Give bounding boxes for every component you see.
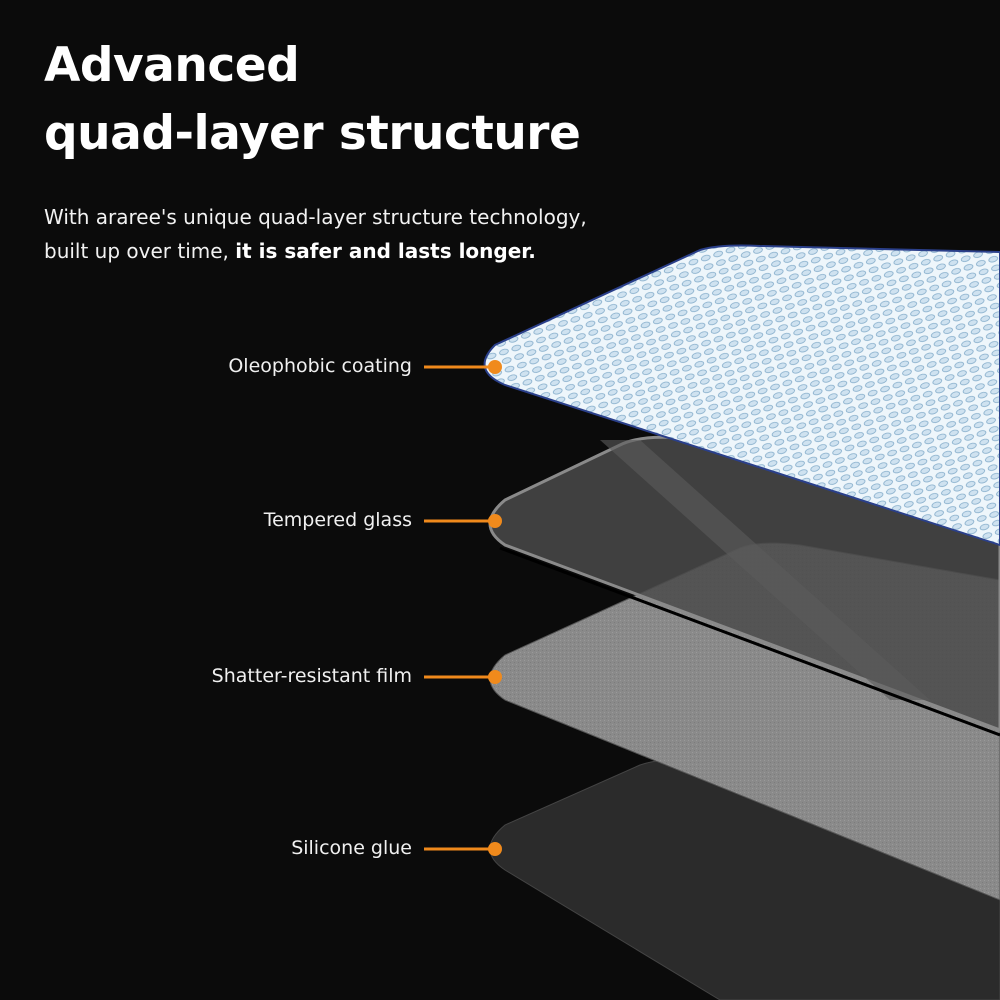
title-line-1: Advanced [44,38,300,93]
subtitle-line-1: With araree's unique quad-layer structur… [44,205,587,229]
label-oleophobic-coating: Oleophobic coating [228,355,412,377]
label-tempered-glass: Tempered glass [263,509,412,531]
title-line-2: quad-layer structure [44,106,581,161]
callout-line [424,675,496,679]
glass-reflection [600,440,930,700]
subtitle: With araree's unique quad-layer structur… [44,200,587,268]
subtitle-regular: built up over time, [44,239,236,263]
callout-line [424,847,496,851]
oleophobic-coating-layer [483,244,1000,547]
callout-dot [488,842,502,856]
callout-dot [488,514,502,528]
subtitle-bold: it is safer and lasts longer. [235,239,536,263]
subtitle-line-2: built up over time, it is safer and last… [44,234,587,268]
callout-line [424,365,496,369]
glass-edge [499,546,1000,737]
callout-line [424,519,496,523]
label-silicone-glue: Silicone glue [291,837,412,859]
page-title: Advanced quad-layer structure [44,32,581,168]
callout-dot [488,360,502,374]
label-shatter-resistant-film: Shatter-resistant film [211,665,412,687]
callout-dot [488,670,502,684]
